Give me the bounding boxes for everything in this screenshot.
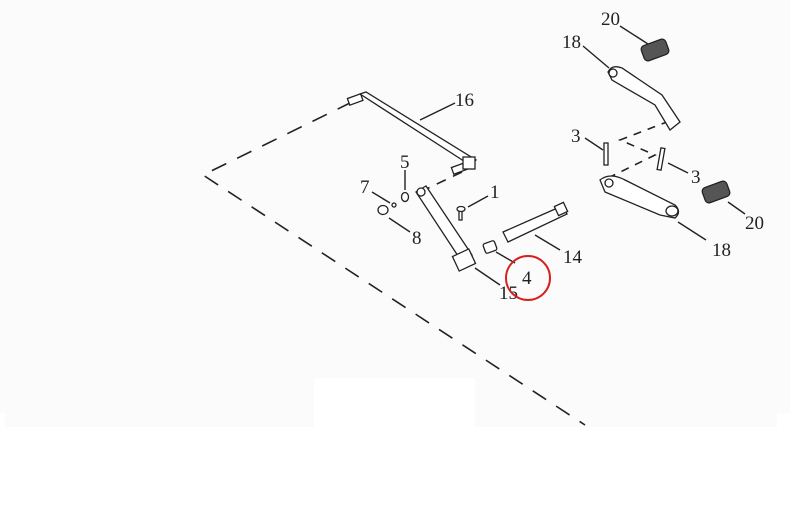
callout-3-upper: 3 [571, 126, 581, 147]
callout-18-upper: 18 [562, 32, 581, 53]
dashed-outline [201, 101, 586, 426]
ring-part-7[interactable] [391, 202, 397, 208]
highlight-circle [505, 255, 551, 301]
bolt-part-3-lower[interactable] [656, 147, 666, 171]
footpeg-part-20-lower[interactable] [701, 180, 731, 204]
rod-part-16[interactable] [346, 91, 478, 175]
lever-part-15[interactable] [415, 185, 477, 272]
bolt-part-3-upper[interactable] [603, 142, 609, 166]
washer-part-5[interactable] [400, 191, 410, 203]
callout-18-lower: 18 [712, 240, 731, 261]
callout-20-upper: 20 [601, 9, 620, 30]
callout-4: 4 [522, 268, 532, 289]
callout-20-lower: 20 [745, 213, 764, 234]
footpeg-part-20-upper[interactable] [640, 38, 670, 62]
screw-part-1[interactable] [456, 205, 466, 221]
lever-part-18-upper[interactable] [607, 66, 681, 131]
callout-8: 8 [412, 228, 422, 249]
callout-14: 14 [563, 247, 583, 268]
leader-lines [371, 25, 746, 286]
callout-7: 7 [360, 177, 370, 198]
shaft-part-14[interactable] [502, 201, 569, 243]
lever-part-18-lower[interactable] [599, 175, 680, 219]
callout-5: 5 [400, 152, 410, 173]
bushing-part-4[interactable] [482, 240, 498, 254]
nut-part-8[interactable] [377, 204, 389, 216]
callout-15: 15 [499, 283, 518, 304]
callout-3-lower: 3 [691, 167, 701, 188]
callout-1: 1 [490, 182, 500, 203]
callout-16: 16 [455, 90, 474, 111]
blank-patch [314, 378, 475, 427]
